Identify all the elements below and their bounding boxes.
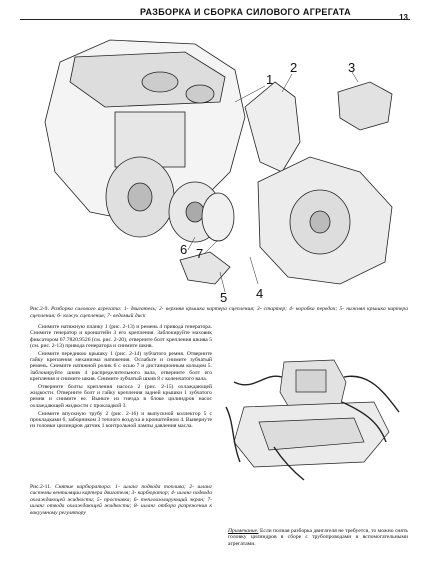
callout-4: 4: [256, 286, 263, 301]
hose-illustration: [343, 375, 400, 413]
hose-illustration: [273, 446, 305, 481]
figure2-caption-label: Рис.2-11.: [30, 484, 52, 490]
callout-7: 7: [196, 246, 203, 261]
body-paragraph: Отверните болты крепления насоса 2 (рис.…: [30, 383, 212, 409]
note-text: Если полная разборка двигателя не требуе…: [228, 528, 408, 547]
figure1-caption-text: Разборка силового агрегата: 1- двигатель…: [30, 306, 408, 319]
callout-5: 5: [220, 290, 227, 305]
body-paragraph: Снимите переднюю крышку 1 (рис. 2-14) зу…: [30, 350, 212, 382]
body-paragraph: Снимите впускную трубу 2 (рис. 2-16) и в…: [30, 410, 212, 430]
driven-disk-illustration: [201, 192, 235, 242]
callout-1: 1: [266, 72, 273, 87]
note-label: Примечание.: [228, 528, 259, 534]
note-block: Примечание. Если полная разборка двигате…: [228, 528, 408, 547]
page-title: РАЗБОРКА И СБОРКА СИЛОВОГО АГРЕГАТА: [140, 7, 351, 17]
header-rule: [20, 19, 410, 20]
figure-carburetor-removal: [225, 359, 400, 481]
body-paragraph: Снимите натяжную планку 1 (рис. 2-13) и …: [30, 324, 212, 349]
hose-illustration: [233, 375, 283, 386]
callout-6: 6: [180, 242, 187, 257]
starter-illustration: [337, 81, 393, 131]
figure-power-unit-disassembly: 1 2 3 4 5 6 7: [44, 39, 393, 305]
callout-3: 3: [348, 60, 355, 75]
figure2-caption-text: Снятие карбюратора: 1- шланг подвода топ…: [30, 484, 212, 516]
page-number: 13: [399, 13, 408, 22]
body-text: Снимите натяжную планку 1 (рис. 2-13) и …: [30, 324, 212, 431]
figure1-caption: Рис.2-9. Разборка силового агрегата: 1- …: [30, 306, 408, 319]
figure2-caption: Рис.2-11. Снятие карбюратора: 1- шланг п…: [30, 484, 212, 516]
figure1-caption-label: Рис.2-9.: [30, 306, 49, 312]
callout-2: 2: [290, 60, 297, 75]
lower-cover-illustration: [179, 251, 231, 285]
hose-illustration: [225, 406, 241, 463]
upper-cover-illustration: [244, 81, 301, 173]
hose-illustration: [341, 401, 387, 443]
page-header: РАЗБОРКА И СБОРКА СИЛОВОГО АГРЕГАТА 13: [20, 5, 410, 22]
